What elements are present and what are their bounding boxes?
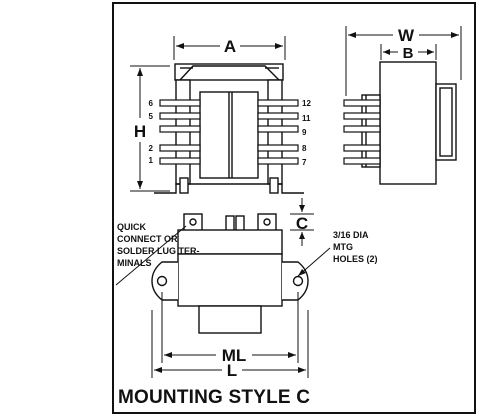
terminal-note: QUICK CONNECT OR SOLDER LUG TER- MINALS [117, 222, 200, 268]
note-line: HOLES (2) [333, 254, 378, 264]
note-line: QUICK [117, 222, 147, 232]
drawing-border [112, 2, 476, 414]
pin-label-right: 7 [302, 158, 307, 167]
note-line: 3/16 DIA [333, 230, 369, 240]
dim-c-label: C [296, 214, 308, 233]
dim-b-label: B [403, 45, 414, 62]
pin-label-right: 9 [302, 128, 307, 137]
bottom-view-arrowheads [154, 205, 306, 373]
holes-note: 3/16 DIA MTG HOLES (2) [333, 230, 378, 264]
note-line: SOLDER LUG TER- [117, 246, 200, 256]
pin-label-right: 12 [302, 99, 311, 108]
note-line: MTG [333, 242, 353, 252]
dim-h-label: H [134, 122, 146, 141]
pin-label-left: 1 [149, 156, 154, 165]
note-line: MINALS [117, 258, 152, 268]
front-view-arrowheads [137, 43, 283, 189]
dim-a-label: A [224, 37, 236, 56]
dim-w-label: W [398, 26, 415, 45]
side-view [343, 26, 462, 185]
side-view-arrowheads [348, 32, 459, 55]
bottom-view [115, 198, 331, 378]
pin-label-left: 6 [149, 99, 154, 108]
pin-label-right: 11 [302, 114, 311, 123]
pin-label-left: 5 [149, 112, 154, 121]
note-line: CONNECT OR [117, 234, 178, 244]
figure-title: MOUNTING STYLE C [118, 387, 311, 408]
pin-label-right: 8 [302, 144, 307, 153]
front-view [130, 36, 304, 194]
pin-label-left: 2 [149, 144, 154, 153]
dim-ml-label: ML [222, 346, 247, 365]
dim-l-label: L [227, 361, 237, 380]
